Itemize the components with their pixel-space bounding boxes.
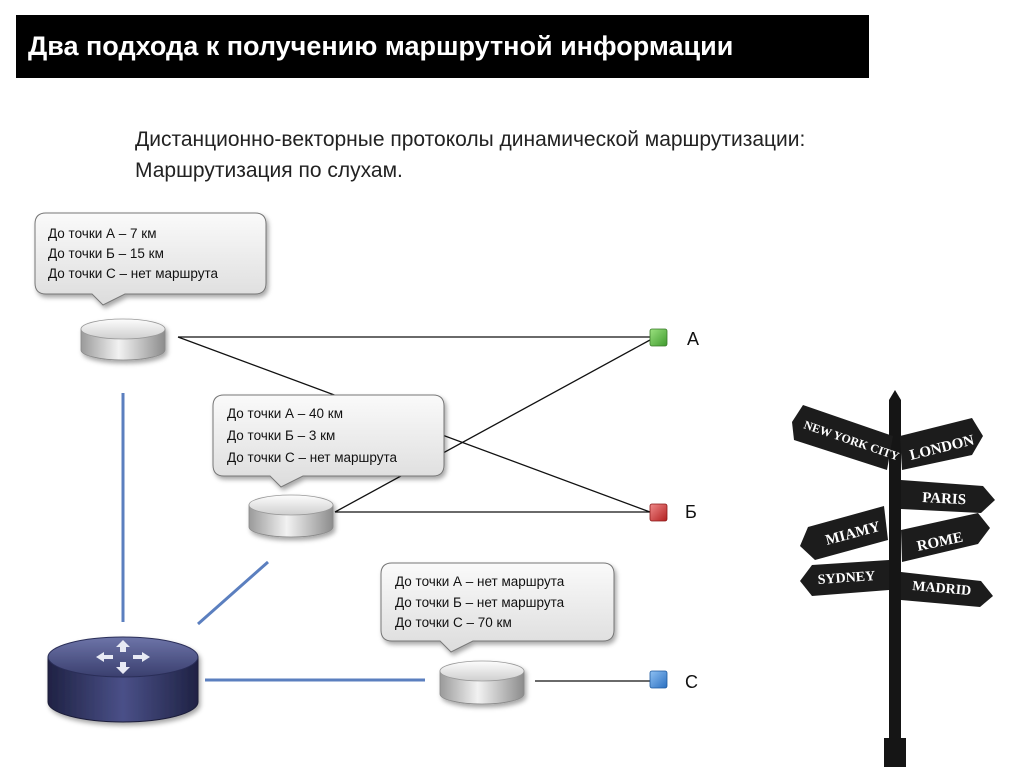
subtitle-line-2: Маршрутизация по слухам. (135, 159, 403, 182)
title-bar: Два подхода к получению маршрутной инфор… (16, 15, 869, 78)
bubble-2-line-3: До точки С – нет маршрута (227, 450, 398, 465)
bubble-3-line-2: До точки Б – нет маршрута (395, 595, 565, 610)
destination-a-label: А (687, 329, 699, 349)
bubble-router-2 (212, 394, 445, 488)
bubble-2-line-2: До точки Б – 3 км (227, 428, 335, 443)
subtitle: Дистанционно-векторные протоколы динамич… (135, 124, 805, 186)
router-1[interactable] (80, 318, 166, 361)
sign-new-york-city: NEW YORK CITY (792, 405, 901, 470)
destination-b[interactable]: Б (649, 502, 697, 522)
destination-a[interactable]: А (649, 328, 699, 349)
destination-c[interactable]: С (649, 670, 698, 692)
bubble-1-line-1: До точки А – 7 км (48, 226, 157, 241)
router-arrows-icon (96, 640, 150, 674)
core-router[interactable] (47, 636, 199, 723)
bubble-2-line-1: До точки А – 40 км (227, 406, 343, 421)
signpost-pole (889, 400, 901, 767)
link-core-r2 (197, 560, 269, 626)
sign-sydney-text: SYDNEY (817, 569, 875, 588)
subtitle-line-1: Дистанционно-векторные протоколы динамич… (135, 128, 806, 151)
router-3[interactable] (439, 660, 525, 705)
bubble-1-line-2: До точки Б – 15 км (48, 246, 164, 261)
bubble-3-line-3: До точки С – 70 км (395, 615, 512, 630)
bubble-3-line-1: До точки А – нет маршрута (395, 574, 565, 589)
links-blue (121, 393, 425, 682)
bubble-router-1 (34, 212, 267, 306)
sign-madrid-text: MADRID (912, 579, 972, 599)
sign-sydney: SYDNEY (800, 560, 889, 596)
link-r2-a (334, 339, 651, 513)
sign-rome: ROME (901, 513, 990, 562)
destination-c-label: С (685, 672, 698, 692)
destination-b-label: Б (685, 502, 697, 522)
sign-paris-text: PARIS (922, 490, 967, 508)
signpost-illustration: NEW YORK CITY LONDON PARIS MIAMY ROME SY… (792, 390, 995, 767)
bubble-1-line-3: До точки С – нет маршрута (48, 266, 219, 281)
bubble-router-3 (380, 562, 615, 653)
sign-london: LONDON (900, 418, 983, 470)
sign-madrid: MADRID (901, 572, 993, 607)
sign-paris: PARIS (901, 480, 995, 513)
page-title: Два подхода к получению маршрутной инфор… (28, 31, 734, 61)
router-2[interactable] (248, 494, 334, 538)
sign-miamy: MIAMY (800, 506, 888, 560)
